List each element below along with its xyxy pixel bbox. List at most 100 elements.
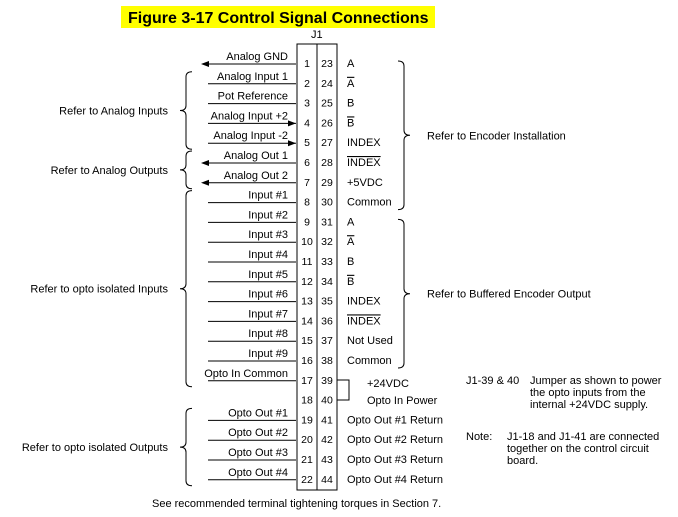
right-brace-1 xyxy=(397,218,411,369)
note-label: Note: xyxy=(466,431,492,443)
signal-label-pin-38: Common xyxy=(347,355,392,367)
signal-label-pin-13: Input #6 xyxy=(248,289,288,301)
left-brace-0 xyxy=(179,71,193,150)
left-group-label-3: Refer to opto isolated Outputs xyxy=(22,442,169,454)
right-brace-0 xyxy=(397,60,411,211)
signal-label-pin-1: Analog GND xyxy=(226,51,288,63)
signal-label-pin-9: Input #2 xyxy=(248,209,288,221)
j1-right-column xyxy=(316,43,338,491)
left-pin-group: 1 Analog GND 2 Analog Input 1 3 Pot Reference… xyxy=(201,51,313,486)
arrow-in-pin-4 xyxy=(288,120,296,127)
pin-number-29: 29 xyxy=(321,177,333,189)
pin-number-8: 8 xyxy=(304,197,310,209)
signal-label-pin-31: A xyxy=(347,216,355,228)
pin-number-14: 14 xyxy=(301,315,313,327)
pin-number-35: 35 xyxy=(321,296,333,308)
signal-label-pin-25: B xyxy=(347,98,354,110)
signal-label-pin-15: Input #8 xyxy=(248,328,288,340)
pin-number-44: 44 xyxy=(321,474,333,486)
signal-label-pin-41: Opto Out #1 Return xyxy=(347,414,443,426)
pin-number-26: 26 xyxy=(321,117,333,129)
footer-note: See recommended terminal tightening torq… xyxy=(152,498,441,510)
signal-label-pin-33: B xyxy=(347,256,354,268)
pin-number-5: 5 xyxy=(304,137,310,149)
signal-label-pin-10: Input #3 xyxy=(248,229,288,241)
pin-number-13: 13 xyxy=(301,296,313,308)
signal-label-pin-11: Input #4 xyxy=(248,249,288,261)
pin-number-17: 17 xyxy=(301,375,313,387)
signal-label-pin-12: Input #5 xyxy=(248,269,288,281)
right-group-label-0: Refer to Encoder Installation xyxy=(427,130,566,142)
signal-label-pin-30: Common xyxy=(347,197,392,209)
pin-number-16: 16 xyxy=(301,355,313,367)
figure-title: Figure 3-17 Control Signal Connections xyxy=(128,10,429,27)
jumper-note-line-3: internal +24VDC supply. xyxy=(530,399,648,411)
pin-number-12: 12 xyxy=(301,276,313,288)
signal-label-pin-2: Analog Input 1 xyxy=(217,71,288,83)
pin-number-33: 33 xyxy=(321,256,333,268)
signal-label-pin-14: Input #7 xyxy=(248,308,288,320)
pin-number-10: 10 xyxy=(301,236,313,248)
pin-number-31: 31 xyxy=(321,216,333,228)
signal-label-pin-3: Pot Reference xyxy=(218,91,288,103)
pin-number-9: 9 xyxy=(304,216,310,228)
signal-label-pin-20: Opto Out #2 xyxy=(228,427,288,439)
note-line-2: together on the control circuit xyxy=(507,443,649,455)
pin-number-2: 2 xyxy=(304,78,310,90)
pin-number-41: 41 xyxy=(321,414,333,426)
left-brace-3 xyxy=(179,407,193,487)
arrow-out-pin-1 xyxy=(201,61,209,67)
pin-number-25: 25 xyxy=(321,98,333,110)
jumper-label-24vdc: +24VDC xyxy=(367,378,409,390)
signal-label-pin-16: Input #9 xyxy=(248,348,288,360)
signal-label-pin-24: A xyxy=(347,78,355,90)
jumper-label-opto-in-power: Opto In Power xyxy=(367,395,438,407)
right-group-label-1: Refer to Buffered Encoder Output xyxy=(427,289,591,301)
pin-number-1: 1 xyxy=(304,58,310,70)
arrow-out-pin-7 xyxy=(201,179,209,186)
signal-label-pin-4: Analog Input +2 xyxy=(211,110,288,122)
signal-label-pin-34: B xyxy=(347,276,354,288)
signal-label-pin-19: Opto Out #1 xyxy=(228,407,288,419)
signal-label-pin-28: INDEX xyxy=(347,157,381,169)
left-brace-2 xyxy=(179,190,193,388)
signal-label-pin-43: Opto Out #3 Return xyxy=(347,454,443,466)
left-brace-1 xyxy=(179,150,193,190)
left-group-label-2: Refer to opto isolated Inputs xyxy=(30,284,168,296)
signal-label-pin-36: INDEX xyxy=(347,315,381,327)
pin-number-19: 19 xyxy=(301,414,313,426)
signal-label-pin-17: Opto In Common xyxy=(204,368,288,380)
pin-number-7: 7 xyxy=(304,177,310,189)
pin-number-28: 28 xyxy=(321,157,333,169)
signal-label-pin-23: A xyxy=(347,58,355,70)
pin-number-15: 15 xyxy=(301,335,313,347)
pin-number-24: 24 xyxy=(321,78,333,90)
signal-label-pin-22: Opto Out #4 xyxy=(228,467,288,479)
pin-number-20: 20 xyxy=(301,434,313,446)
signal-label-pin-21: Opto Out #3 xyxy=(228,447,288,459)
jumper-note-line-2: the opto inputs from the xyxy=(530,387,646,399)
signal-label-pin-5: Analog Input -2 xyxy=(213,130,288,142)
signal-label-pin-32: A xyxy=(347,236,355,248)
pin-number-34: 34 xyxy=(321,276,333,288)
pin-number-4: 4 xyxy=(304,117,310,129)
pin-number-3: 3 xyxy=(304,98,310,110)
signal-label-pin-42: Opto Out #2 Return xyxy=(347,434,443,446)
signal-label-pin-6: Analog Out 1 xyxy=(224,150,288,162)
pin-number-30: 30 xyxy=(321,197,333,209)
jumper-note-line-1: Jumper as shown to power xyxy=(530,375,662,387)
pin-number-22: 22 xyxy=(301,474,313,486)
signal-label-pin-27: INDEX xyxy=(347,137,381,149)
pin-number-36: 36 xyxy=(321,315,333,327)
left-group-label-0: Refer to Analog Inputs xyxy=(59,106,168,118)
jumper-ref: J1-39 & 40 xyxy=(466,375,519,387)
signal-label-pin-37: Not Used xyxy=(347,335,393,347)
signal-label-pin-35: INDEX xyxy=(347,296,381,308)
arrow-out-pin-6 xyxy=(201,160,209,166)
pin-number-11: 11 xyxy=(302,256,313,268)
